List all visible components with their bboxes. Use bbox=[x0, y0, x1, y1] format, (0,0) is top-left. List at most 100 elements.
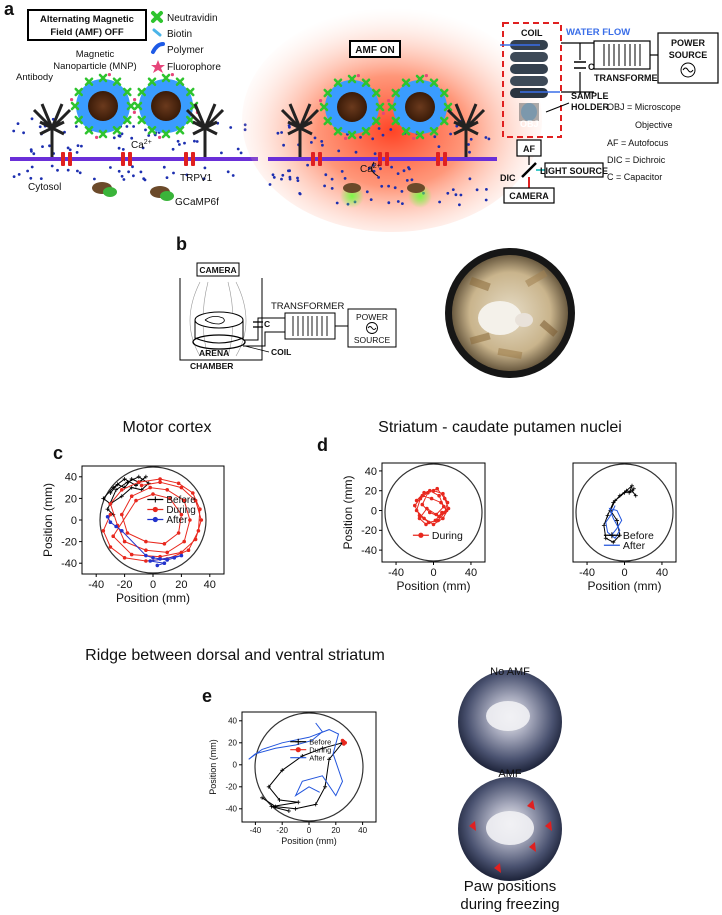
data-point bbox=[442, 504, 446, 509]
coil-label: COIL bbox=[521, 28, 543, 38]
data-point bbox=[418, 496, 423, 501]
data-point bbox=[313, 802, 318, 807]
data-point bbox=[151, 492, 155, 496]
data-point bbox=[144, 548, 148, 552]
abbrev-c: C = Capacitor bbox=[607, 172, 662, 182]
data-point bbox=[158, 480, 162, 485]
amf-on-box bbox=[349, 40, 401, 58]
data-point bbox=[193, 537, 198, 542]
data-point bbox=[108, 520, 113, 524]
objective-icon bbox=[519, 103, 539, 121]
neutravidin-decoration bbox=[319, 74, 453, 140]
data-point bbox=[129, 552, 134, 557]
data-point bbox=[114, 487, 119, 492]
panel-a-amf-off: Alternating Magnetic Field (AMF) OFF Neu… bbox=[10, 9, 258, 208]
y-axis-label: Position (mm) bbox=[341, 475, 355, 549]
abbrev-obj: OBJ = Microscope bbox=[607, 102, 681, 112]
x-tick-label: 20 bbox=[175, 579, 187, 591]
data-point bbox=[111, 534, 115, 538]
x-tick-label: 0 bbox=[307, 826, 312, 835]
data-point bbox=[323, 784, 328, 789]
data-point bbox=[114, 524, 118, 529]
biotin-icon bbox=[152, 28, 162, 37]
panel-b-photo bbox=[445, 248, 575, 378]
series-line bbox=[248, 722, 344, 797]
x-axis-label: Position (mm) bbox=[281, 836, 337, 846]
camera-box bbox=[503, 187, 555, 204]
arena-circle bbox=[254, 712, 364, 822]
mnp-label-line1: Magnetic bbox=[76, 49, 115, 60]
data-point bbox=[422, 490, 426, 495]
chamber-outline bbox=[179, 278, 263, 361]
neutravidin-icon bbox=[151, 11, 163, 23]
amf-on-label: AMF ON bbox=[355, 45, 394, 56]
antibody-label: Antibody bbox=[16, 72, 53, 83]
fluorophore-icon bbox=[151, 60, 165, 73]
data-point bbox=[101, 496, 106, 501]
panel-e-title: Ridge between dorsal and ventral striatu… bbox=[85, 647, 385, 664]
legend-marker bbox=[152, 496, 159, 503]
data-point bbox=[144, 559, 148, 563]
power-label-2: SOURCE bbox=[354, 335, 391, 345]
legend-label: During bbox=[166, 505, 195, 516]
legend-label: After bbox=[309, 753, 325, 762]
data-point bbox=[615, 518, 620, 523]
data-point bbox=[198, 507, 202, 512]
antibody-group bbox=[32, 103, 225, 157]
nanoparticle-2 bbox=[139, 79, 193, 133]
antibody-group bbox=[280, 103, 486, 157]
series-after bbox=[605, 505, 623, 539]
data-point bbox=[193, 498, 198, 503]
data-point bbox=[280, 768, 285, 773]
paw-arrow-1 bbox=[527, 800, 535, 810]
legend-fluorophore: Fluorophore bbox=[151, 60, 221, 73]
abbrev-af: AF = Autofocus bbox=[607, 138, 669, 148]
data-point bbox=[427, 520, 431, 525]
amf-off-line2: Field (AMF) OFF bbox=[50, 27, 124, 38]
mouse-photo bbox=[478, 301, 522, 335]
y-tick-label: 0 bbox=[371, 505, 377, 517]
data-point bbox=[148, 485, 152, 490]
x-axis-label: Position (mm) bbox=[396, 579, 470, 593]
series-line bbox=[102, 476, 150, 515]
gcamp-label: GCaMP6f bbox=[175, 197, 219, 208]
power-label-2: SOURCE bbox=[669, 50, 708, 60]
antibody-2 bbox=[185, 103, 225, 157]
data-point bbox=[158, 477, 162, 481]
data-point bbox=[633, 493, 638, 498]
data-point bbox=[176, 531, 181, 535]
data-point bbox=[134, 498, 138, 503]
data-point bbox=[431, 488, 436, 493]
series-line bbox=[605, 505, 623, 539]
panel-label-a: a bbox=[4, 0, 15, 19]
amf-glow bbox=[242, 8, 542, 232]
x-tick-label: 0 bbox=[621, 567, 627, 579]
power-label-1: POWER bbox=[356, 312, 388, 322]
data-point bbox=[165, 488, 169, 492]
data-point bbox=[417, 516, 422, 521]
abbrev-obj-2: Objective bbox=[635, 120, 673, 130]
data-point bbox=[445, 500, 450, 505]
caption-line1: Paw positions bbox=[464, 878, 557, 895]
mouse-icon bbox=[204, 316, 225, 325]
magnetic-core bbox=[88, 91, 118, 121]
data-point bbox=[296, 800, 301, 805]
y-tick-label: 40 bbox=[365, 466, 377, 478]
data-point bbox=[273, 804, 278, 809]
nanoparticle-4 bbox=[393, 80, 447, 134]
legend-marker bbox=[152, 516, 158, 523]
data-point bbox=[199, 518, 204, 522]
legend-label: During bbox=[432, 530, 463, 542]
x-tick-label: -20 bbox=[117, 579, 133, 591]
legend-polymer: Polymer bbox=[151, 42, 204, 56]
panel-d-title: Striatum - caudate putamen nuclei bbox=[378, 419, 622, 436]
calcium-arrow bbox=[371, 161, 379, 177]
power-source-box bbox=[657, 32, 719, 84]
y-tick-label: -20 bbox=[225, 783, 237, 792]
